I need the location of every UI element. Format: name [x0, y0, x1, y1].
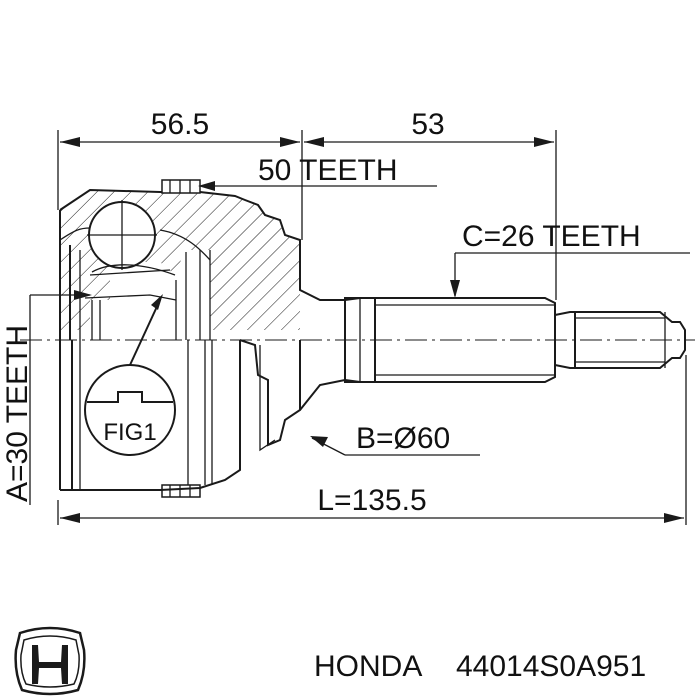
- housing-lower-half: [60, 339, 346, 491]
- dimension-shaft-teeth: C=26 TEETH: [450, 220, 690, 298]
- fig1-detail-callout: FIG1: [84, 294, 176, 456]
- brand-name: HONDA: [314, 650, 422, 683]
- svg-text:53: 53: [411, 108, 444, 141]
- dimension-diameter: B=Ø60: [310, 422, 480, 456]
- dimension-shaft-length: 53: [304, 108, 554, 147]
- dimension-outer-teeth: 50 TEETH: [198, 154, 437, 191]
- dimension-inner-teeth: A=30 TEETH: [1, 290, 92, 505]
- svg-text:B=Ø60: B=Ø60: [356, 422, 450, 455]
- dimension-overall-length: L=135.5: [60, 484, 684, 523]
- ball-bearing: [59, 200, 176, 276]
- svg-text:A=30 TEETH: A=30 TEETH: [1, 325, 34, 502]
- dimension-housing-length: 56.5: [60, 108, 300, 147]
- svg-text:L=135.5: L=135.5: [317, 484, 426, 517]
- teeth-marks: [161, 179, 201, 498]
- svg-text:C=26 TEETH: C=26 TEETH: [462, 220, 641, 253]
- part-number: 44014S0A951: [456, 650, 646, 683]
- svg-text:50 TEETH: 50 TEETH: [258, 154, 398, 187]
- honda-h-logo-icon: [14, 626, 86, 696]
- fig1-label: FIG1: [103, 419, 156, 446]
- svg-text:56.5: 56.5: [151, 108, 209, 141]
